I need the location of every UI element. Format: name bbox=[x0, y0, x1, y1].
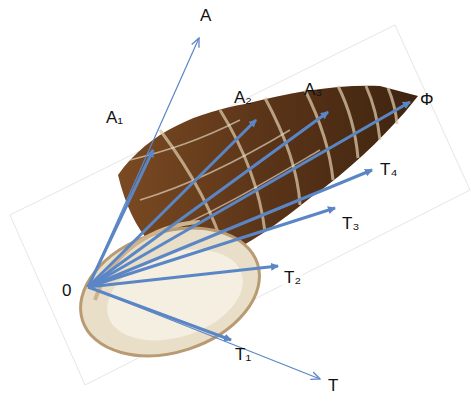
vector-label: A₃ bbox=[302, 80, 324, 99]
vector-label: T₃ bbox=[340, 214, 361, 233]
vector-label: A₂ bbox=[232, 88, 254, 107]
vector-label: T₂ bbox=[282, 268, 303, 287]
vector-label: T₁ bbox=[233, 345, 253, 364]
vector-label: T bbox=[326, 376, 340, 395]
vector-label: T₄ bbox=[378, 160, 399, 179]
vector-label: A bbox=[198, 6, 213, 25]
vector-label: Φ bbox=[418, 90, 436, 109]
vector-label: A₁ bbox=[104, 108, 125, 127]
vector-label: 0 bbox=[60, 281, 73, 300]
